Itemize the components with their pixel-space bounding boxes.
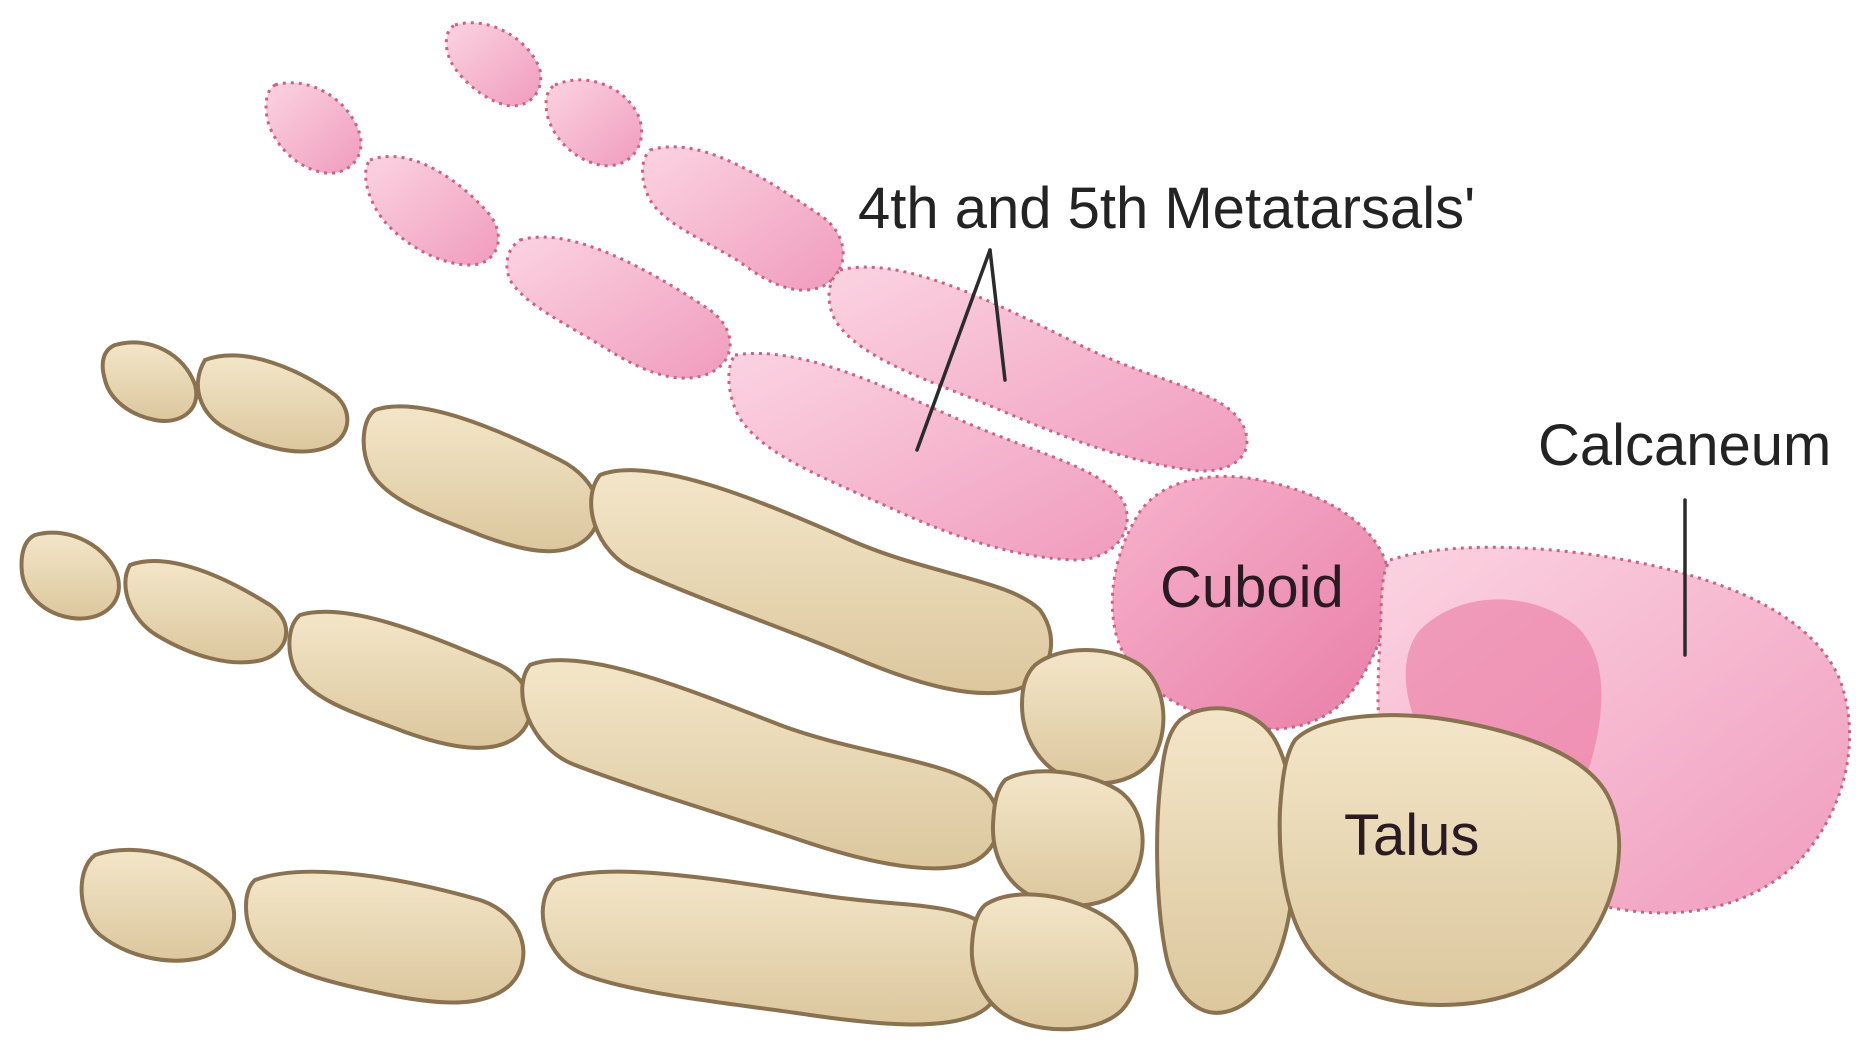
third-distal-phalanx — [103, 342, 197, 421]
hallux-distal-phalanx — [82, 850, 234, 961]
medial-cuneiform — [972, 894, 1137, 1029]
third-proximal-phalanx — [364, 406, 599, 551]
lateral-cuneiform — [1022, 650, 1163, 783]
fifth-middle-phalanx — [546, 80, 642, 166]
second-middle-phalanx — [125, 561, 286, 662]
first-metatarsal — [543, 872, 1005, 1025]
third-middle-phalanx — [198, 355, 347, 451]
hallux-proximal-phalanx — [246, 872, 523, 1003]
fifth-proximal-phalanx — [643, 147, 844, 290]
calcaneum-label: Calcaneum — [1538, 413, 1831, 478]
fourth-distal-phalanx — [266, 83, 361, 173]
navicular-bone — [1157, 708, 1295, 1013]
cuboid-label: Cuboid — [1160, 555, 1344, 620]
fourth-proximal-phalanx — [507, 237, 730, 378]
second-distal-phalanx — [22, 533, 119, 619]
second-proximal-phalanx — [289, 612, 530, 748]
fifth-distal-phalanx — [446, 23, 540, 106]
fourth-middle-phalanx — [366, 156, 499, 265]
talus-label: Talus — [1344, 803, 1479, 868]
second-metatarsal — [522, 660, 999, 868]
metatarsals-label: 4th and 5th Metatarsals' — [858, 176, 1475, 241]
intermediate-cuneiform — [993, 771, 1143, 905]
